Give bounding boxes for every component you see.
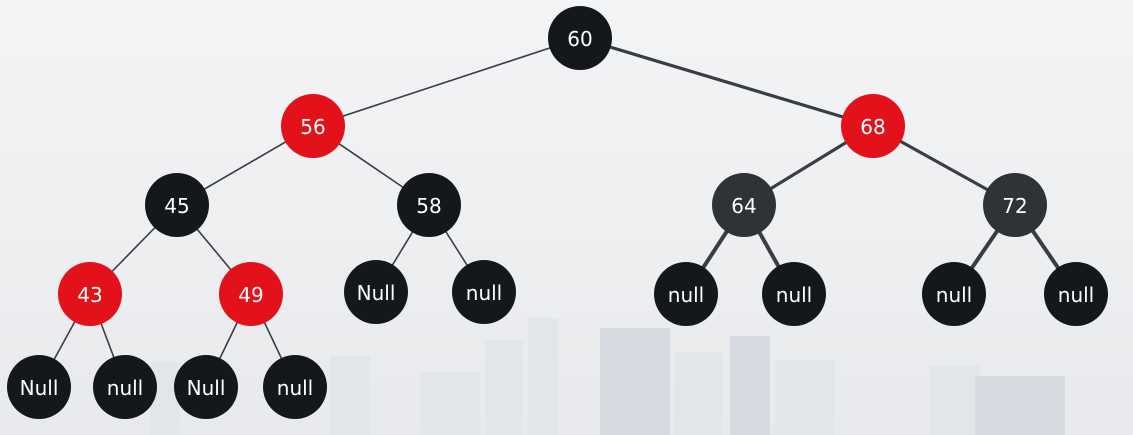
node-circle-dark_gray (983, 173, 1047, 237)
node-circle-red (841, 94, 905, 158)
tree-node-l58b: null (452, 260, 516, 324)
node-label: 43 (77, 283, 102, 307)
node-circle-black (397, 173, 461, 237)
node-label: 64 (731, 194, 756, 218)
node-label: null (277, 376, 313, 400)
node-circle-black (452, 260, 516, 324)
tree-node-n58: 58 (397, 173, 461, 237)
tree-node-l72b: null (1044, 262, 1108, 326)
node-label: Null (187, 376, 226, 400)
node-circle-black (93, 355, 157, 419)
node-label: Null (20, 376, 59, 400)
tree-node-n68: 68 (841, 94, 905, 158)
node-circle-black (263, 355, 327, 419)
tree-node-l58a: Null (344, 260, 408, 324)
tree-node-l49a: Null (174, 355, 238, 419)
tree-node-n56: 56 (281, 94, 345, 158)
tree-node-l43a: Null (7, 355, 71, 419)
node-circle-black (1044, 262, 1108, 326)
node-label: null (107, 376, 143, 400)
node-label: null (668, 283, 704, 307)
tree-node-n72: 72 (983, 173, 1047, 237)
tree-node-n45: 45 (145, 173, 209, 237)
node-label: null (936, 283, 972, 307)
node-circle-black (654, 262, 718, 326)
node-label: null (1058, 283, 1094, 307)
tree-node-n64: 64 (712, 173, 776, 237)
node-label: 58 (416, 194, 441, 218)
edge-n60-n56 (312, 37, 581, 127)
node-label: 56 (300, 115, 325, 139)
node-label: 68 (860, 115, 885, 139)
node-circle-black (344, 260, 408, 324)
node-circle-black (174, 355, 238, 419)
tree-node-n43: 43 (58, 262, 122, 326)
edge-n60-n68 (578, 36, 875, 128)
node-label: null (776, 283, 812, 307)
node-label: 49 (238, 283, 263, 307)
node-circle-black (145, 173, 209, 237)
node-label: Null (357, 281, 396, 305)
tree-node-l64a: null (654, 262, 718, 326)
background-skyline (150, 318, 1065, 435)
tree-node-l43b: null (93, 355, 157, 419)
tree-node-l72a: null (922, 262, 986, 326)
node-label: 45 (164, 194, 189, 218)
node-circle-black (7, 355, 71, 419)
node-circle-black (762, 262, 826, 326)
node-label: 60 (567, 27, 592, 51)
node-circle-red (219, 262, 283, 326)
node-circle-red (281, 94, 345, 158)
node-label: null (466, 281, 502, 305)
node-label: 72 (1002, 194, 1027, 218)
tree-node-l49b: null (263, 355, 327, 419)
tree-node-l64b: null (762, 262, 826, 326)
node-circle-red (58, 262, 122, 326)
node-circle-dark_gray (712, 173, 776, 237)
tree-node-n60: 60 (548, 6, 612, 70)
node-circle-black (922, 262, 986, 326)
tree-node-n49: 49 (219, 262, 283, 326)
node-circle-black (548, 6, 612, 70)
